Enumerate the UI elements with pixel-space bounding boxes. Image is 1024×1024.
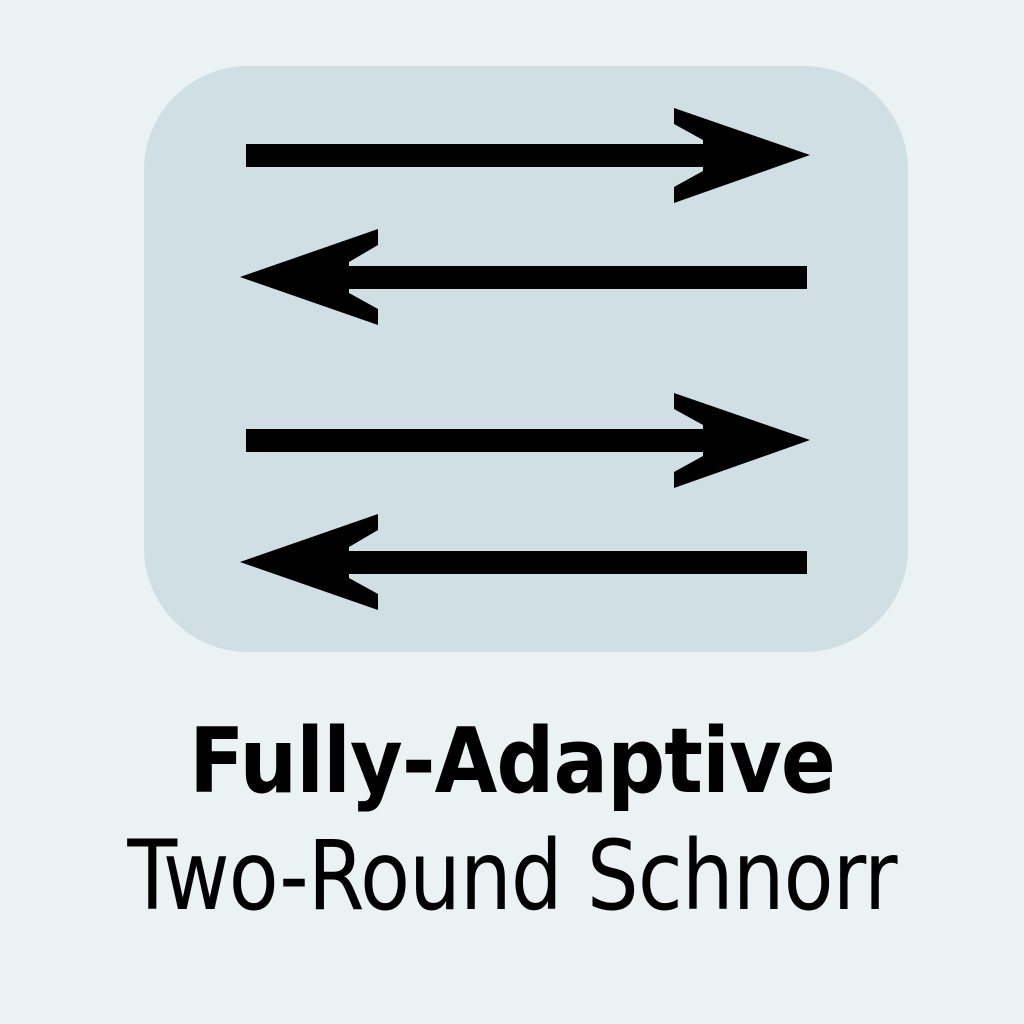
arrow-right-icon	[246, 108, 810, 203]
arrow-left-icon	[240, 229, 807, 325]
logo-title: Fully-Adaptive	[189, 709, 836, 814]
arrow-left-icon	[240, 514, 807, 610]
logo-subtitle: Two-Round Schnorr	[127, 820, 897, 932]
arrow-right-icon	[246, 393, 810, 488]
